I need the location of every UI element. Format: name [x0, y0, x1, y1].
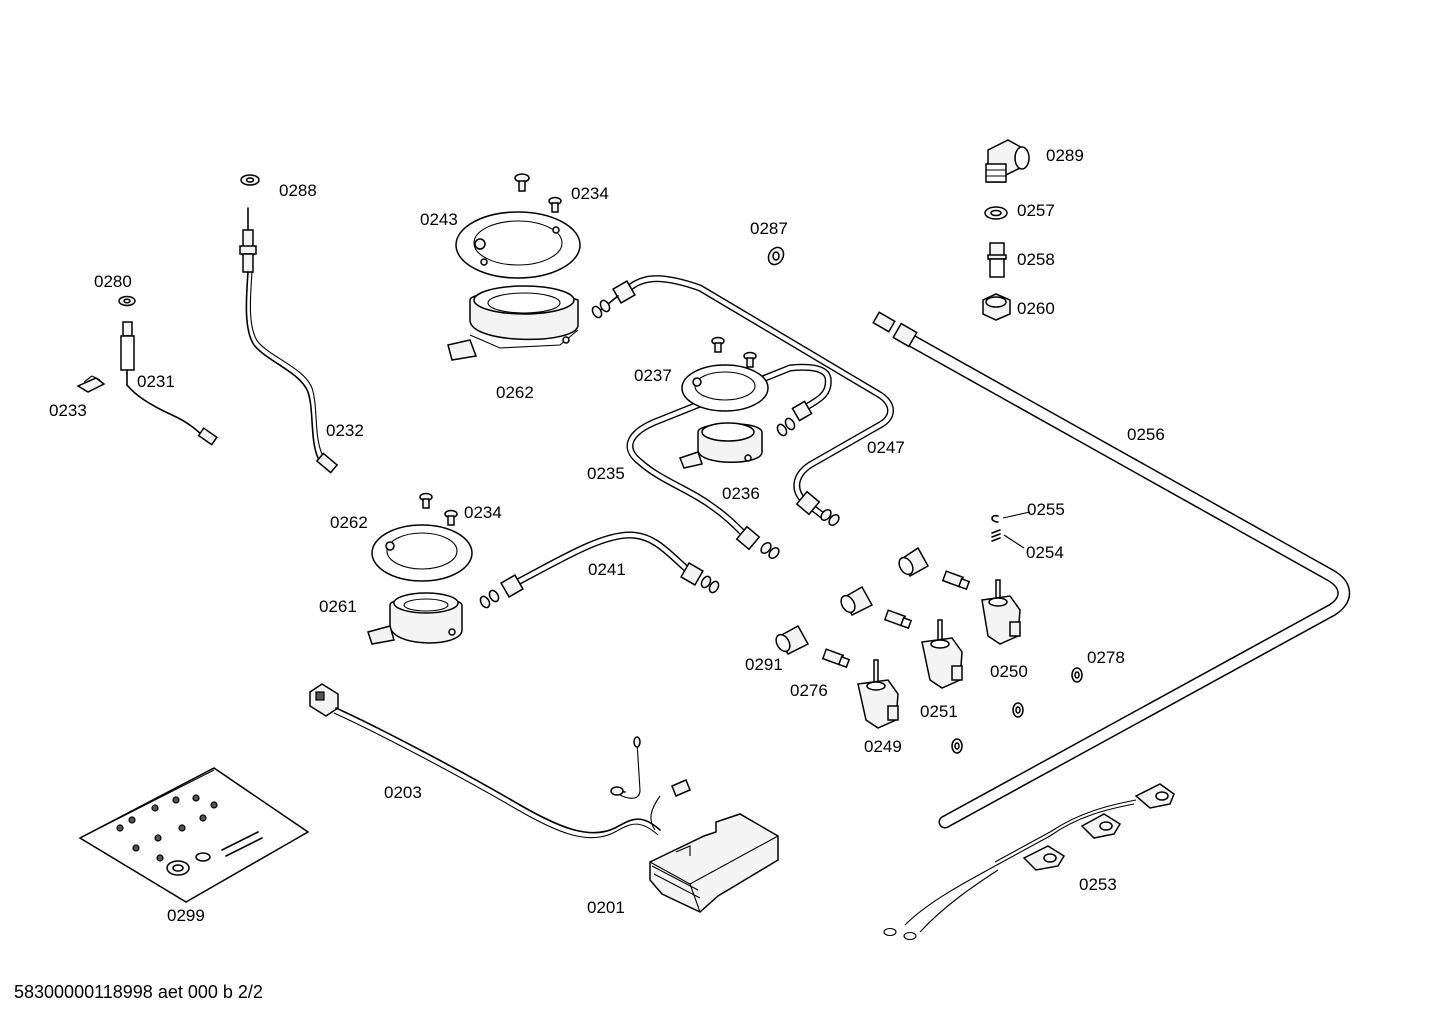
- part-0243-gasket-ring: [455, 211, 581, 279]
- part-0251-gas-valve: [921, 619, 963, 689]
- label-0254: 0254: [1026, 543, 1064, 562]
- part-0253-switch-harness: [883, 783, 1175, 941]
- label-0255: 0255: [1027, 500, 1065, 519]
- label-0256: 0256: [1127, 425, 1165, 444]
- part-0201-ignition-module: [649, 813, 779, 913]
- part-0236-burner-base: [679, 422, 763, 469]
- label-0289: 0289: [1046, 146, 1084, 165]
- label-0276: 0276: [790, 681, 828, 700]
- part-0234-screws-lower: [419, 492, 458, 526]
- label-0231: 0231: [137, 372, 175, 391]
- label-0201: 0201: [587, 898, 625, 917]
- part-0237-screws-and-ring: [681, 336, 769, 412]
- part-0260-nut: [982, 293, 1011, 321]
- part-0280-washer: [118, 295, 136, 307]
- part-0262-burner-base-upper: [447, 285, 579, 361]
- label-0234-lower: 0234: [464, 503, 502, 522]
- label-0236: 0236: [722, 484, 760, 503]
- label-0287: 0287: [750, 219, 788, 238]
- part-0250-gas-valve: [981, 579, 1021, 645]
- label-0233: 0233: [49, 401, 87, 420]
- label-0258: 0258: [1017, 250, 1055, 269]
- label-0253: 0253: [1079, 875, 1117, 894]
- label-0243: 0243: [420, 210, 458, 229]
- label-0234-upper: 0234: [571, 184, 609, 203]
- label-0280: 0280: [94, 272, 132, 291]
- part-0276-nozzles: [821, 570, 971, 669]
- part-0256-main-gas-pipe: [872, 311, 1351, 829]
- part-0258-nozzle-adapter: [987, 242, 1007, 278]
- label-0232: 0232: [326, 421, 364, 440]
- label-0299: 0299: [167, 906, 205, 925]
- part-0287-washer: [767, 246, 785, 266]
- label-0203: 0203: [384, 783, 422, 802]
- label-0250: 0250: [990, 662, 1028, 681]
- part-0232-thermocouple: [239, 207, 339, 474]
- part-0288-washer: [240, 174, 260, 186]
- part-0299-parts-bag: [78, 767, 310, 903]
- label-0278: 0278: [1087, 648, 1125, 667]
- part-0262-gasket-ring-lower: [371, 524, 473, 582]
- label-0241: 0241: [588, 560, 626, 579]
- label-0247: 0247: [867, 438, 905, 457]
- part-0247-gas-tube: [591, 275, 894, 527]
- label-0261: 0261: [319, 597, 357, 616]
- label-0262-upper: 0262: [496, 383, 534, 402]
- document-footer-reference: 58300000118998 aet 000 b 2/2: [14, 982, 263, 1002]
- part-0235-gas-tube: [626, 363, 832, 560]
- part-0291-knob-caps: [775, 546, 930, 655]
- label-0249: 0249: [864, 737, 902, 756]
- part-0257-seal-ring: [984, 206, 1008, 220]
- part-0233-clip: [76, 375, 106, 393]
- label-0251: 0251: [920, 702, 958, 721]
- label-0235: 0235: [587, 464, 625, 483]
- part-0249-gas-valve: [857, 659, 899, 729]
- label-0237: 0237: [634, 366, 672, 385]
- part-0255-clip: [991, 514, 999, 523]
- label-0262-lower: 0262: [330, 513, 368, 532]
- label-0257: 0257: [1017, 201, 1055, 220]
- part-0289-elbow-fitting: [985, 139, 1030, 183]
- leader-lines: [1002, 511, 1031, 549]
- label-0291: 0291: [745, 655, 783, 674]
- label-0260: 0260: [1017, 299, 1055, 318]
- part-0254-spring: [991, 529, 1001, 542]
- part-0234-screws-upper: [514, 173, 562, 213]
- part-0203-cable-harness: [309, 683, 691, 839]
- part-0261-burner-base: [367, 592, 463, 645]
- label-0288: 0288: [279, 181, 317, 200]
- part-0241-gas-tube: [479, 531, 720, 609]
- part-0278-seals: [951, 667, 1083, 754]
- part-0231-ignition-electrode: [120, 321, 218, 446]
